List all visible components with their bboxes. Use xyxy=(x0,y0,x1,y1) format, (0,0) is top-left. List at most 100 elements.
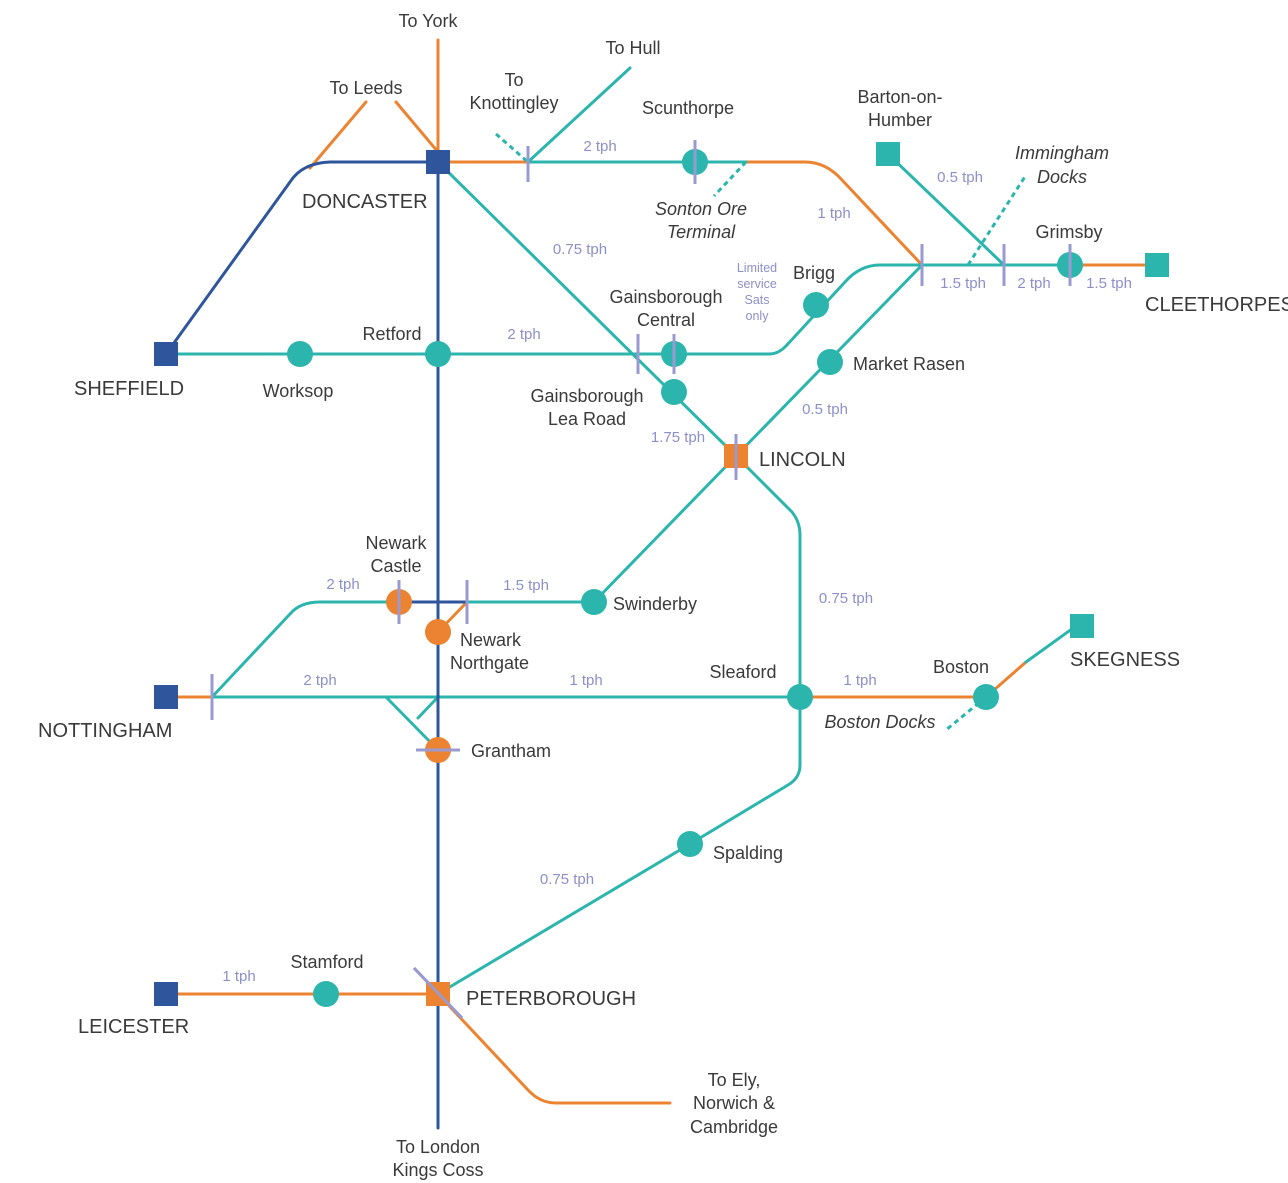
grantham-label: Grantham xyxy=(471,741,551,761)
freq-grimsby-cleethorpes: 1.5 tph xyxy=(1086,275,1132,292)
freq-doncaster-scunthorpe: 2 tph xyxy=(583,138,616,155)
tick-peterborough-overlay xyxy=(412,966,464,1020)
line-skegness xyxy=(1024,624,1078,664)
boston-label: Boston xyxy=(933,657,989,677)
newark-castle-label-line1: Newark xyxy=(365,533,427,553)
boston-docks-label: Boston Docks xyxy=(824,712,935,732)
freq-sleaford-boston: 1 tph xyxy=(843,672,876,689)
swinderby-station-marker[interactable] xyxy=(581,589,607,615)
brigg-station-marker[interactable] xyxy=(803,292,829,318)
stamford-station-marker[interactable] xyxy=(313,981,339,1007)
barton-label-line1: Barton-on- xyxy=(857,87,942,107)
line-to-leeds-left xyxy=(308,100,368,170)
skegness-station-marker[interactable] xyxy=(1070,614,1094,638)
leicester-station-marker[interactable] xyxy=(154,982,178,1006)
to-london-label-line1: To London xyxy=(396,1137,480,1157)
retford-station-marker[interactable] xyxy=(425,341,451,367)
freq-gainsborough-lincoln: 1.75 tph xyxy=(651,429,705,446)
spalding-label: Spalding xyxy=(713,843,783,863)
line-to-leeds-right xyxy=(394,100,440,154)
worksop-station-marker[interactable] xyxy=(287,341,313,367)
station-labels: Worksop Retford Scunthorpe Barton-on- Hu… xyxy=(263,87,1103,972)
frequency-labels: 2 tph 0.75 tph 1 tph 0.5 tph 1.5 tph 2 t… xyxy=(222,138,1132,985)
freq-grantham-sleaford: 1 tph xyxy=(569,672,602,689)
doncaster-station-marker[interactable] xyxy=(426,150,450,174)
scunthorpe-label: Scunthorpe xyxy=(642,98,734,118)
sleaford-label: Sleaford xyxy=(709,662,776,682)
line-doncaster-lincoln xyxy=(436,160,738,458)
newark-northgate-label-line2: Northgate xyxy=(450,653,529,673)
station-markers xyxy=(154,142,1169,1007)
freq-barton-barnetby: 0.5 tph xyxy=(937,169,983,186)
market-rasen-label: Market Rasen xyxy=(853,354,965,374)
freq-retford-gainsborough: 2 tph xyxy=(507,326,540,343)
newark-northgate-station-marker[interactable] xyxy=(425,619,451,645)
peterborough-label: PETERBOROUGH xyxy=(466,988,636,1010)
nottingham-label: NOTTINGHAM xyxy=(38,720,172,742)
limited-service-line2: service xyxy=(737,277,777,291)
sheffield-station-marker[interactable] xyxy=(154,342,178,366)
freq-barnetby-habrough: 1.5 tph xyxy=(940,275,986,292)
to-knottingley-label-line1: To xyxy=(504,70,523,90)
retford-label: Retford xyxy=(362,324,421,344)
immingham-label-line2: Docks xyxy=(1037,167,1087,187)
barton-station-marker[interactable] xyxy=(876,142,900,166)
to-london-label-line2: Kings Coss xyxy=(392,1160,483,1180)
nottingham-station-marker[interactable] xyxy=(154,685,178,709)
station-ticks-overlay xyxy=(397,140,1072,1020)
gainsborough-lea-road-station-marker[interactable] xyxy=(661,379,687,405)
limited-service-note: Limited service Sats only xyxy=(737,261,777,323)
gainsborough-central-label-line1: Gainsborough xyxy=(609,287,722,307)
worksop-label: Worksop xyxy=(263,381,334,401)
sheffield-label: SHEFFIELD xyxy=(74,378,184,400)
immingham-label-line1: Immingham xyxy=(1015,143,1109,163)
sonton-ore-label-line2: Terminal xyxy=(667,222,736,242)
leicester-label: LEICESTER xyxy=(78,1016,189,1038)
to-ely-label-line3: Cambridge xyxy=(690,1117,778,1137)
to-knottingley-label-line2: Knottingley xyxy=(469,93,558,113)
market-rasen-station-marker[interactable] xyxy=(817,349,843,375)
line-nottingham-newark xyxy=(210,600,401,699)
brigg-label: Brigg xyxy=(793,263,835,283)
line-doncaster-sheffield xyxy=(164,160,440,356)
barton-label-line2: Humber xyxy=(868,110,932,130)
freq-doncaster-lincoln: 0.75 tph xyxy=(553,241,607,258)
skegness-label: SKEGNESS xyxy=(1070,649,1180,671)
freq-nottingham-grantham: 2 tph xyxy=(303,672,336,689)
to-hull-label: To Hull xyxy=(605,38,660,58)
newark-northgate-label-line1: Newark xyxy=(460,630,522,650)
spalding-station-marker[interactable] xyxy=(677,831,703,857)
limited-service-line1: Limited xyxy=(737,261,777,275)
line-peterborough-ely xyxy=(436,992,672,1105)
limited-service-line3: Sats xyxy=(744,293,769,307)
freq-nottingham-newark: 2 tph xyxy=(326,576,359,593)
swinderby-label: Swinderby xyxy=(613,594,697,614)
line-lincoln-sleaford-spalding xyxy=(436,454,802,996)
to-ely-label-line1: To Ely, xyxy=(708,1070,761,1090)
major-station-labels: DONCASTER SHEFFIELD LINCOLN CLEETHORPES … xyxy=(38,191,1288,1038)
to-leeds-label: To Leeds xyxy=(329,78,402,98)
cleethorpes-label: CLEETHORPES xyxy=(1145,294,1288,316)
sonton-ore-label-line1: Sonton Ore xyxy=(655,199,747,219)
sleaford-station-marker[interactable] xyxy=(787,684,813,710)
freq-market-rasen-lincoln: 0.5 tph xyxy=(802,401,848,418)
freq-lincoln-sleaford: 0.75 tph xyxy=(819,590,873,607)
lincoln-label: LINCOLN xyxy=(759,449,846,471)
to-york-label: To York xyxy=(398,11,458,31)
gainsborough-lea-road-label-line2: Lea Road xyxy=(548,409,626,429)
line-barton-habrough xyxy=(886,152,1006,267)
cleethorpes-station-marker[interactable] xyxy=(1145,253,1169,277)
grimsby-label: Grimsby xyxy=(1036,222,1103,242)
limited-service-line4: only xyxy=(746,309,770,323)
line-to-hull xyxy=(526,66,632,164)
boston-station-marker[interactable] xyxy=(973,684,999,710)
freq-scunthorpe-barnetby: 1 tph xyxy=(817,205,850,222)
to-ely-label-line2: Norwich & xyxy=(693,1093,775,1113)
line-scunthorpe-barnetby xyxy=(744,160,924,267)
gainsborough-central-label-line2: Central xyxy=(637,310,695,330)
freq-newark-swinderby: 1.5 tph xyxy=(503,577,549,594)
doncaster-label: DONCASTER xyxy=(302,191,428,213)
freq-spalding-peterborough: 0.75 tph xyxy=(540,871,594,888)
spur-immingham xyxy=(966,174,1028,266)
